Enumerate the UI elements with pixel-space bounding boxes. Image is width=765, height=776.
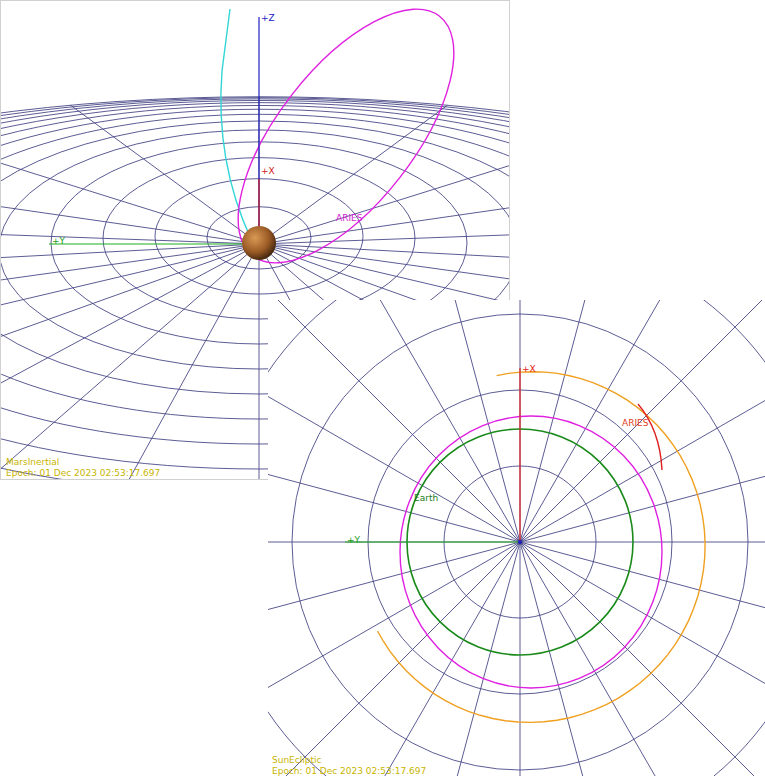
grid-spoke bbox=[520, 542, 700, 776]
grid-spoke bbox=[340, 300, 520, 542]
grid-spoke bbox=[259, 170, 509, 244]
sun-view-panel bbox=[268, 300, 765, 776]
grid-spoke bbox=[520, 542, 765, 635]
grid-spoke bbox=[520, 542, 765, 543]
grid-spoke bbox=[1, 244, 259, 470]
orbit-magenta bbox=[199, 1, 493, 298]
epoch-text: Epoch: 01 Dec 2023 02:53:17.697 bbox=[272, 766, 426, 776]
grid-spoke bbox=[520, 542, 765, 722]
grid-spoke bbox=[268, 542, 520, 543]
direction-label: ARIES bbox=[336, 213, 362, 223]
grid-spoke bbox=[1, 221, 259, 244]
direction-label: ARIES bbox=[622, 418, 648, 428]
grid-ring bbox=[268, 300, 765, 776]
axis-label: +Y bbox=[52, 236, 65, 246]
grid-spoke bbox=[1, 130, 259, 244]
grid-spoke bbox=[268, 542, 520, 776]
grid-spoke bbox=[268, 449, 520, 542]
polar-grid bbox=[268, 300, 765, 776]
grid-spoke bbox=[259, 221, 509, 244]
sun-view bbox=[268, 300, 765, 776]
grid-spoke bbox=[520, 542, 521, 776]
grid-spoke bbox=[520, 300, 700, 542]
grid-spoke bbox=[259, 244, 509, 281]
grid-spoke bbox=[427, 300, 520, 542]
y-axis bbox=[49, 243, 259, 244]
grid-spoke bbox=[259, 130, 509, 244]
grid-spoke bbox=[1, 244, 259, 410]
grid-spoke bbox=[268, 542, 520, 722]
sun-marker bbox=[518, 540, 522, 544]
body-label: Earth bbox=[414, 493, 438, 503]
orbit-magenta bbox=[400, 416, 662, 688]
axis-label: +Z bbox=[261, 13, 275, 23]
grid-spoke bbox=[340, 542, 520, 776]
grid-spoke bbox=[1, 170, 259, 244]
grid-spoke bbox=[520, 542, 765, 776]
y-axis bbox=[345, 541, 520, 542]
mars-planet bbox=[242, 226, 276, 260]
grid-spoke bbox=[1, 244, 259, 479]
z-axis bbox=[258, 17, 259, 244]
frame-name: SunEcliptic bbox=[272, 755, 321, 765]
grid-spoke bbox=[520, 300, 521, 542]
axis-label: +X bbox=[261, 166, 275, 176]
grid-spoke bbox=[71, 105, 259, 244]
axis-label: +Y bbox=[347, 535, 360, 545]
grid-spoke bbox=[71, 244, 259, 479]
grid-spoke bbox=[1, 244, 259, 345]
frame-name: MarsInertial bbox=[6, 457, 59, 467]
x-axis bbox=[519, 368, 520, 542]
grid-spoke bbox=[1, 244, 259, 479]
grid-spoke bbox=[259, 244, 260, 479]
grid-spoke bbox=[520, 362, 765, 542]
axis-label: +X bbox=[522, 364, 536, 374]
epoch-text: Epoch: 01 Dec 2023 02:53:17.697 bbox=[6, 468, 160, 478]
grid-spoke bbox=[259, 105, 447, 244]
trajectory-cyan bbox=[221, 9, 251, 239]
grid-spoke bbox=[1, 244, 259, 281]
grid-spoke bbox=[268, 300, 520, 542]
grid-spoke bbox=[268, 542, 520, 635]
arc-segment bbox=[638, 404, 662, 470]
grid-spoke bbox=[520, 300, 765, 542]
transfer-arc bbox=[378, 372, 706, 723]
grid-spoke bbox=[268, 362, 520, 542]
grid-spoke bbox=[520, 449, 765, 542]
grid-spoke bbox=[520, 542, 613, 776]
grid-spoke bbox=[427, 542, 520, 776]
